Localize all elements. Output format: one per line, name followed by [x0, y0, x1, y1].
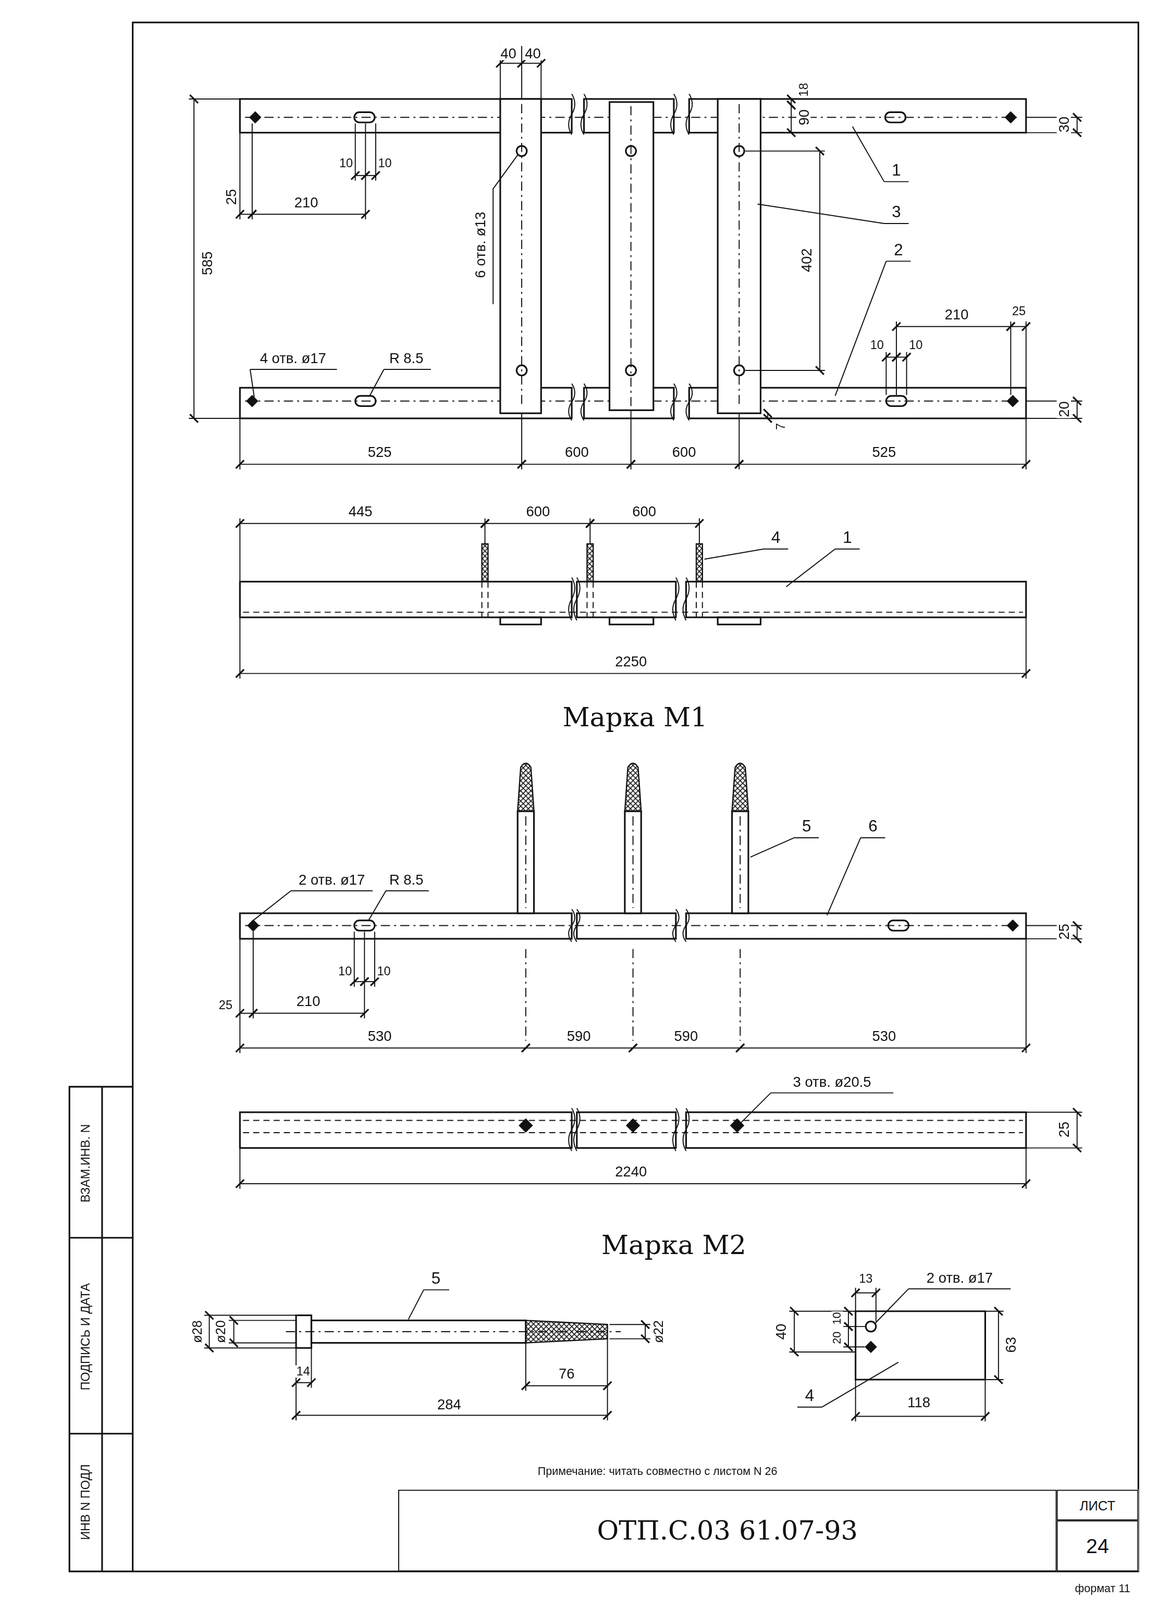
drawing-label: 525	[871, 445, 898, 460]
drawing-label: 25	[217, 999, 234, 1012]
drawing-label: 20	[1056, 400, 1071, 418]
title-block-cell: ОТП.С.03 61.07-93	[398, 1489, 1057, 1572]
title-block-cell: ЛИСТ	[1056, 1489, 1139, 1521]
drawing-label: 284	[436, 1397, 463, 1412]
drawing-label: 7	[774, 422, 788, 431]
drawing-label: 6 отв. ø13	[472, 211, 487, 280]
title-block-cell: 24	[1056, 1520, 1139, 1572]
drawing-label: 5	[430, 1270, 442, 1287]
drawing-label: ИНВ N ПОДЛ	[79, 1463, 93, 1542]
drawing-label: 4 отв. ø17	[259, 351, 328, 366]
drawing-label: 18	[797, 81, 810, 98]
drawing-label: 30	[1056, 115, 1071, 134]
drawing-label: 90	[796, 108, 811, 127]
drawing-label: 76	[557, 1366, 576, 1381]
title-block-text: ЛИСТ	[1079, 1498, 1116, 1512]
drawing-label: 40	[523, 45, 542, 60]
drawing-label: 10	[831, 1311, 844, 1326]
drawing-label: 600	[525, 504, 552, 519]
drawing-label: 1	[841, 529, 853, 546]
drawing-label: 10	[376, 965, 392, 979]
drawing-label: 13	[857, 1272, 874, 1286]
drawing-label: 10	[907, 338, 924, 352]
drawing-label: 4	[804, 1388, 816, 1405]
drawing-label: 210	[943, 307, 970, 322]
drawing-label: 14	[295, 1365, 312, 1379]
drawing-label: 4	[770, 529, 782, 546]
drawing-label: R 8.5	[388, 872, 425, 888]
drawing-label: 402	[799, 247, 814, 274]
drawing-label: 590	[673, 1028, 700, 1043]
drawing-label: 585	[200, 250, 215, 277]
drawing-label: 20	[831, 1331, 844, 1346]
drawing-label: 10	[376, 157, 393, 170]
drawing-label: 10	[338, 157, 354, 170]
drawing-label: ВЗАМ.ИНВ. N	[79, 1123, 93, 1204]
drawing-label: 5	[801, 818, 812, 835]
drawing-label: 445	[347, 504, 374, 519]
drawing-label: 118	[906, 1395, 932, 1410]
drawing-label: 525	[366, 445, 393, 460]
drawing-label: 63	[1003, 1336, 1018, 1354]
drawing-label: 530	[871, 1028, 898, 1043]
drawing-label: 6	[867, 818, 879, 835]
drawing-label: 600	[563, 445, 590, 460]
drawing-label: 40	[773, 1323, 788, 1341]
drawing-label: ø28	[190, 1319, 204, 1345]
drawing-label: 3	[890, 204, 902, 221]
drawing-label: 2 отв. ø17	[925, 1270, 994, 1285]
drawing-label: 40	[499, 45, 517, 60]
drawing-label: 2250	[613, 654, 648, 669]
drawing-label: ø22	[651, 1319, 665, 1345]
title-block-text: 24	[1086, 1536, 1110, 1557]
drawing-label: 2 отв. ø17	[297, 872, 366, 888]
drawing-label: 600	[671, 445, 698, 460]
drawing-label: 210	[293, 194, 320, 209]
drawing-label: 10	[337, 965, 353, 979]
drawing-label: 600	[631, 504, 658, 519]
drawing-label: 2	[892, 241, 904, 258]
drawing-label: 1	[890, 162, 902, 179]
drawing-label: 25	[1056, 1121, 1071, 1139]
drawing-label: 2240	[613, 1164, 648, 1179]
mark-title: Марка М2	[600, 1232, 748, 1259]
drawing-label: 25	[223, 188, 238, 206]
drawing-label: 530	[366, 1028, 393, 1043]
drawing-label: формат 11	[1074, 1583, 1132, 1596]
drawing-label: Примечание: читать совместно с листом N …	[536, 1466, 779, 1478]
title-block-text: ОТП.С.03 61.07-93	[597, 1517, 858, 1545]
drawing-label: 3 отв. ø20.5	[792, 1074, 873, 1089]
drawing-label: ø20	[213, 1319, 227, 1345]
drawing-label: 10	[869, 338, 885, 352]
drawing-label: 590	[565, 1028, 593, 1043]
drawing-label: 25	[1011, 305, 1027, 318]
drawing-label: 25	[1056, 922, 1071, 941]
drawing-label: 210	[295, 994, 322, 1009]
mark-title: Марка М1	[561, 704, 709, 731]
drawing-label: ПОДПИСЬ И ДАТА	[79, 1282, 93, 1393]
drawing-label: R 8.5	[388, 351, 425, 366]
